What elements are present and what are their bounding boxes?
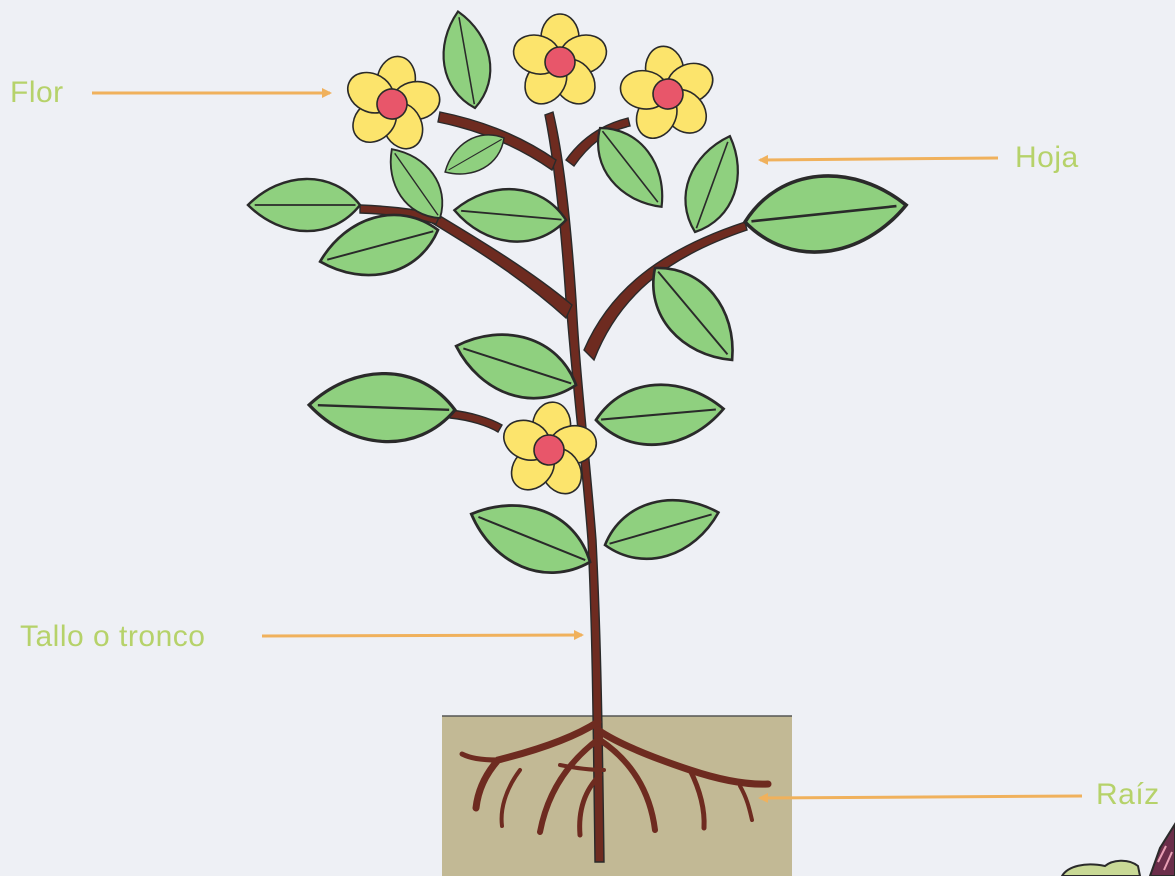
flower bbox=[508, 14, 611, 112]
flower bbox=[333, 48, 451, 162]
leaf bbox=[593, 379, 726, 449]
arrow-hoja bbox=[760, 158, 998, 160]
leaf bbox=[447, 318, 585, 413]
label-tallo: Tallo o tronco bbox=[20, 622, 205, 652]
arrow-raiz bbox=[760, 796, 1082, 798]
decorative-corner-shape bbox=[1062, 824, 1175, 876]
label-hoja: Hoja bbox=[1015, 143, 1079, 173]
leaf bbox=[248, 179, 360, 231]
leaf bbox=[597, 486, 726, 571]
arrow-tallo bbox=[262, 635, 582, 636]
label-raiz: Raíz bbox=[1096, 780, 1160, 810]
leaf bbox=[308, 371, 456, 444]
leaf bbox=[436, 8, 498, 112]
leaf bbox=[460, 486, 601, 589]
leaf bbox=[741, 168, 910, 260]
label-flor: Flor bbox=[10, 78, 64, 108]
